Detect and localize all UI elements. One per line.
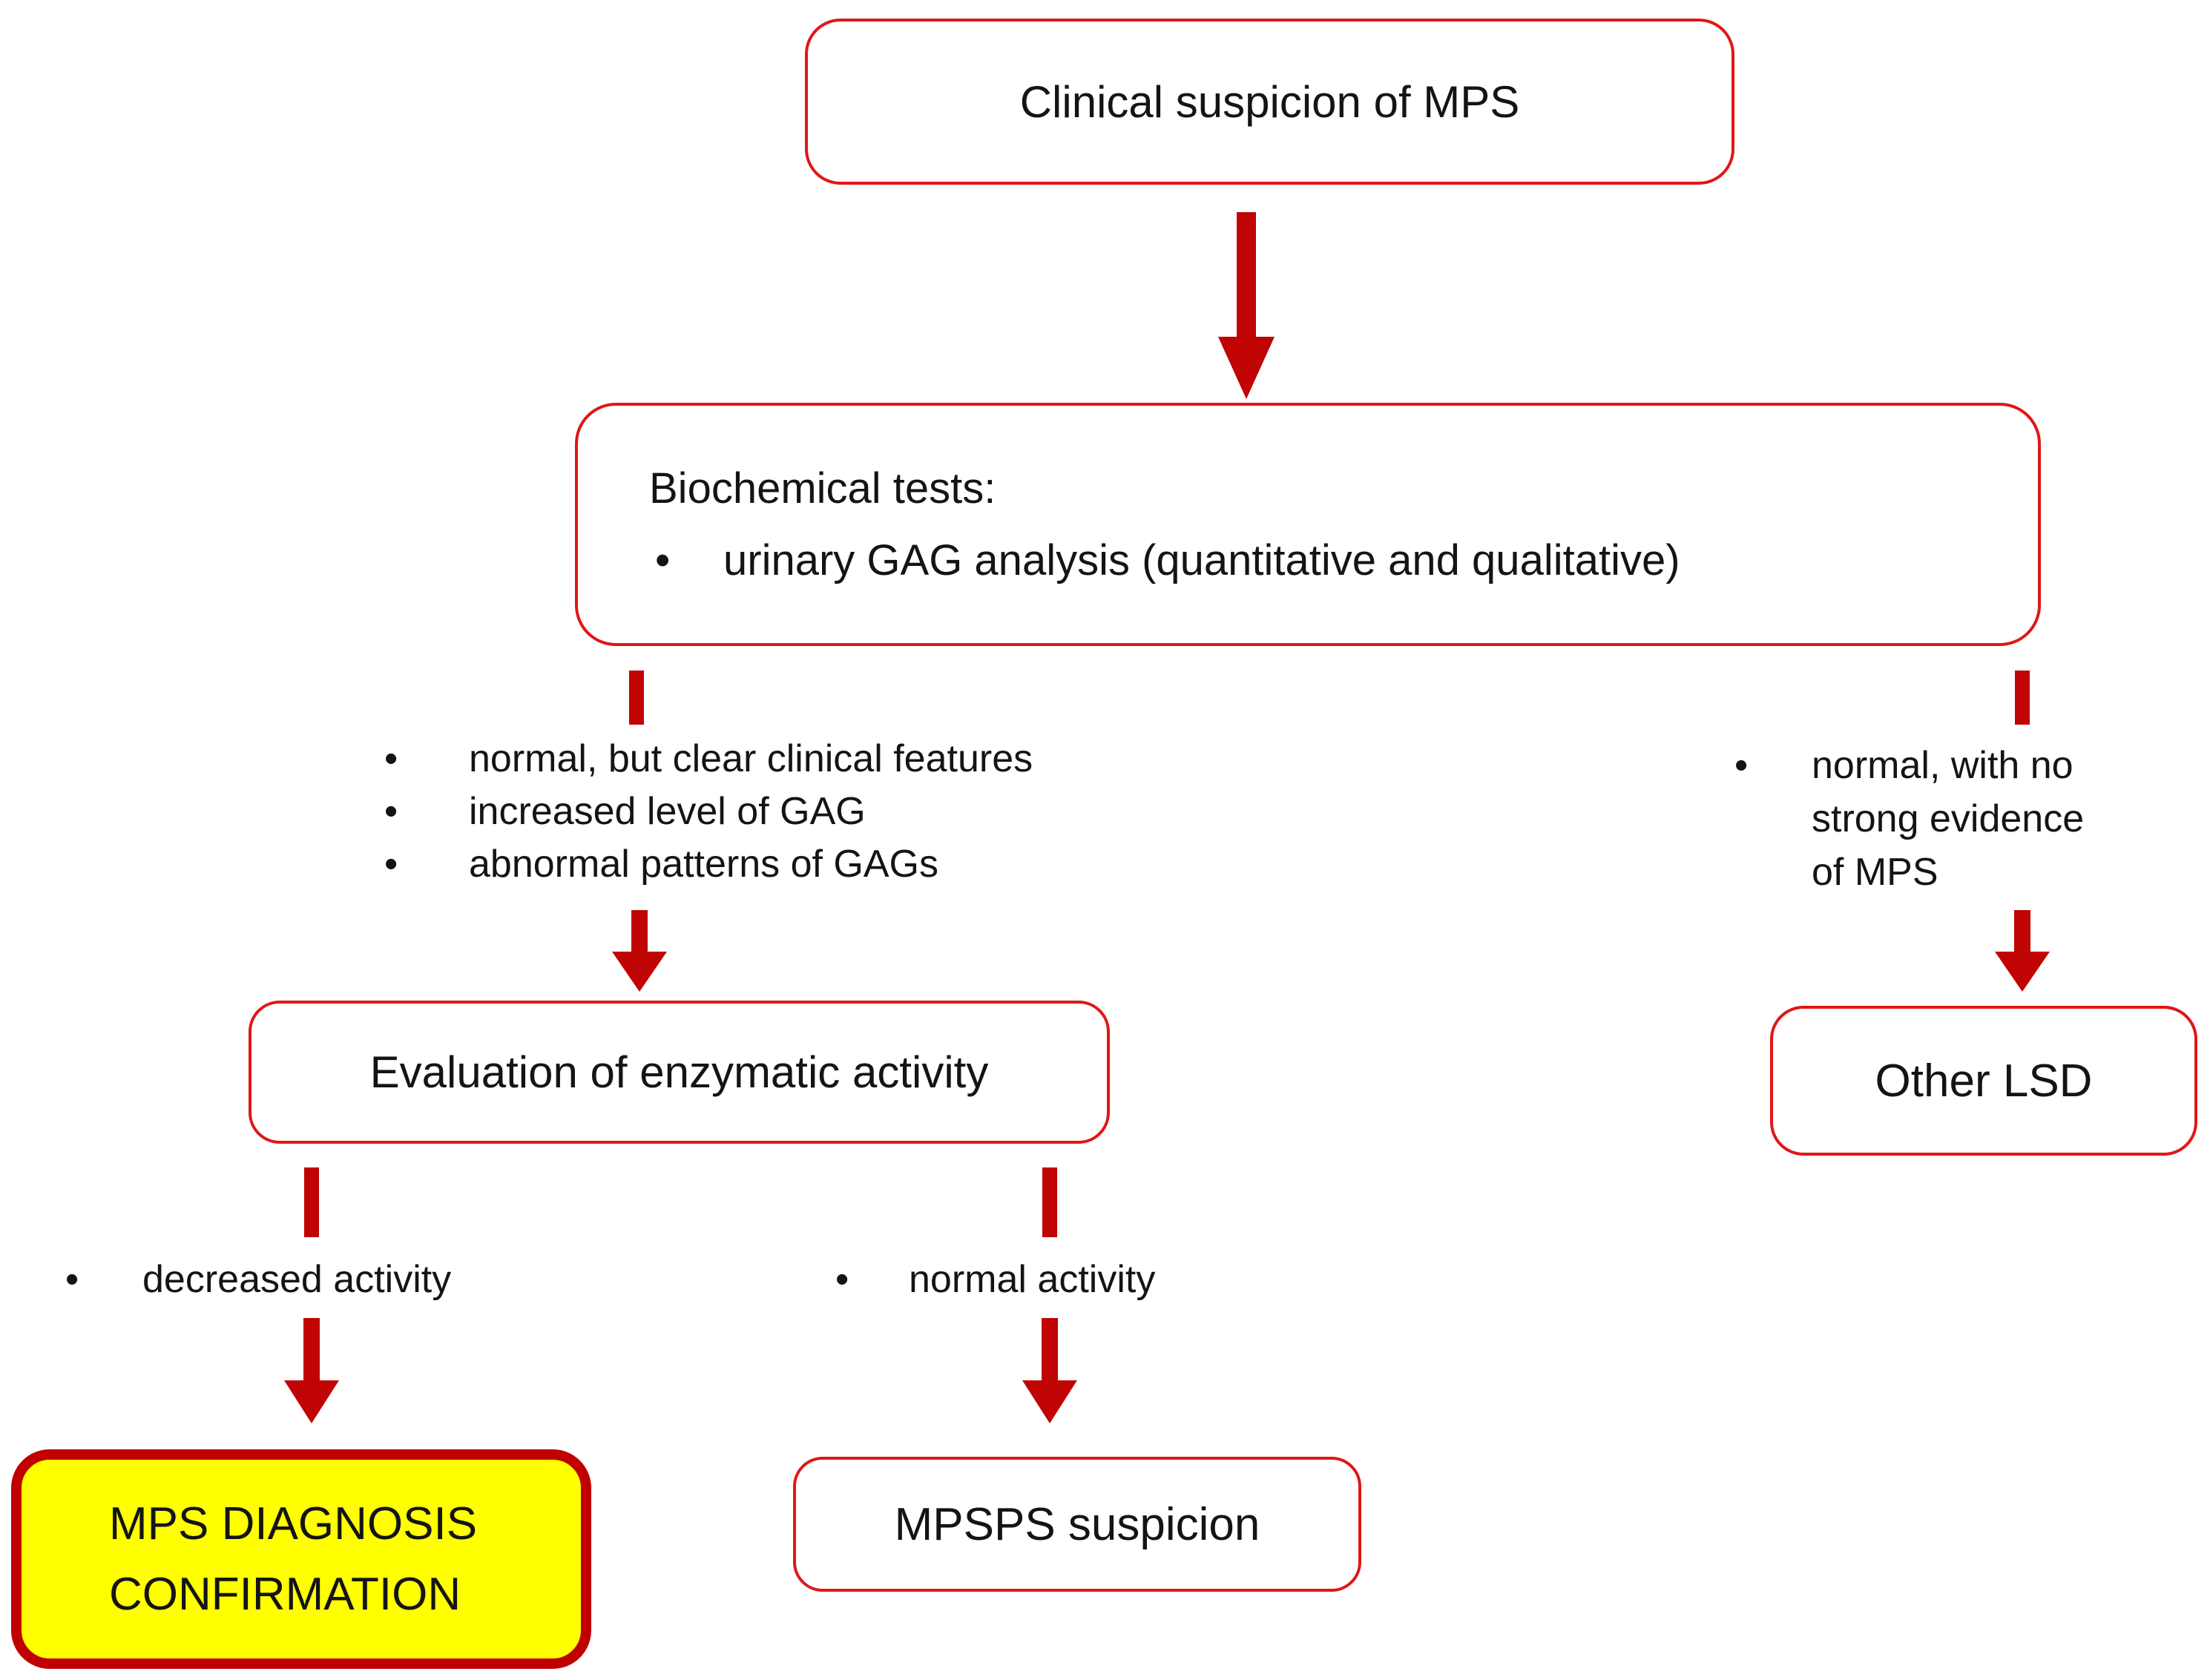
normal-activity-list: • normal activity	[835, 1256, 1155, 1303]
connector-stub-left	[629, 671, 644, 725]
mps-diagnosis-confirmation-box: MPS DIAGNOSIS CONFIRMATION	[11, 1449, 591, 1669]
connector-stub-right	[2015, 671, 2030, 725]
evaluation-label: Evaluation of enzymatic activity	[369, 1047, 989, 1097]
down-arrow-to-evaluation	[612, 910, 667, 992]
connector-stub-decreased	[304, 1167, 319, 1237]
list-item: • increased level of GAG	[384, 785, 1312, 838]
bullet-icon: •	[65, 1258, 79, 1301]
arrow-head-icon	[1995, 952, 2050, 992]
right-finding-list: • normal, with no strong evidence of MPS	[1734, 739, 2108, 899]
down-arrow-to-other-lsd	[1995, 910, 2050, 992]
decreased-activity-list: • decreased activity	[65, 1256, 451, 1303]
arrow-stem	[1042, 1318, 1058, 1380]
clinical-suspicion-label: Clinical suspicion of MPS	[1019, 76, 1520, 127]
finding-line-2: strong evidence	[1812, 797, 2085, 840]
connector-stub-normal	[1042, 1167, 1057, 1237]
finding-increased-gag: increased level of GAG	[469, 790, 866, 833]
down-arrow-to-mpsps	[1022, 1318, 1077, 1423]
bullet-icon: •	[835, 1258, 849, 1301]
other-lsd-box: Other LSD	[1770, 1006, 2197, 1156]
bullet-icon: •	[384, 843, 398, 886]
arrow-head-icon	[1022, 1380, 1077, 1423]
mpsps-suspicion-label: MPSPS suspicion	[894, 1498, 1260, 1550]
list-item: • normal, with no strong evidence of MPS	[1734, 739, 2108, 899]
arrow-stem	[303, 1318, 320, 1380]
finding-abnormal-gag-patterns: abnormal patterns of GAGs	[469, 843, 938, 886]
biochemical-bullet-row: • urinary GAG analysis (quantitative and…	[655, 536, 1680, 585]
mpsps-suspicion-box: MPSPS suspicion	[793, 1457, 1361, 1592]
arrow-head-icon	[284, 1380, 339, 1423]
confirmation-line-2: CONFIRMATION	[109, 1569, 461, 1620]
decreased-activity-label: decreased activity	[142, 1258, 452, 1301]
arrow-stem	[2014, 910, 2030, 952]
bullet-icon: •	[655, 536, 671, 584]
list-item: • normal, but clear clinical features	[384, 733, 1312, 785]
biochemical-tests-title: Biochemical tests:	[649, 464, 996, 513]
finding-normal-no-evidence: normal, with no strong evidence of MPS	[1812, 739, 2108, 899]
finding-line-3: of MPS	[1812, 851, 1938, 894]
biochemical-tests-box: Biochemical tests: • urinary GAG analysi…	[575, 403, 2041, 646]
finding-normal-clear-features: normal, but clear clinical features	[469, 737, 1033, 780]
bullet-icon: •	[384, 737, 398, 780]
clinical-suspicion-box: Clinical suspicion of MPS	[805, 19, 1734, 185]
down-arrow-to-confirmation	[284, 1318, 339, 1423]
arrow-stem	[631, 910, 648, 952]
bullet-icon: •	[384, 790, 398, 833]
urinary-gag-analysis-label: urinary GAG analysis (quantitative and q…	[723, 536, 1680, 584]
other-lsd-label: Other LSD	[1875, 1055, 2093, 1107]
evaluation-enzymatic-activity-box: Evaluation of enzymatic activity	[249, 1001, 1110, 1144]
list-item: • normal activity	[835, 1256, 1155, 1303]
bullet-icon: •	[1734, 744, 1749, 787]
arrow-head-icon	[1218, 337, 1275, 399]
arrow-stem	[1237, 212, 1256, 337]
left-findings-list: • normal, but clear clinical features • …	[384, 733, 1312, 891]
arrow-head-icon	[612, 952, 667, 992]
down-arrow-clinical-to-biochemical	[1218, 212, 1275, 399]
finding-line-1: normal, with no	[1812, 744, 2073, 787]
list-item: • decreased activity	[65, 1256, 451, 1303]
normal-activity-label: normal activity	[909, 1258, 1156, 1301]
list-item: • abnormal patterns of GAGs	[384, 838, 1312, 891]
confirmation-line-1: MPS DIAGNOSIS	[109, 1498, 478, 1549]
